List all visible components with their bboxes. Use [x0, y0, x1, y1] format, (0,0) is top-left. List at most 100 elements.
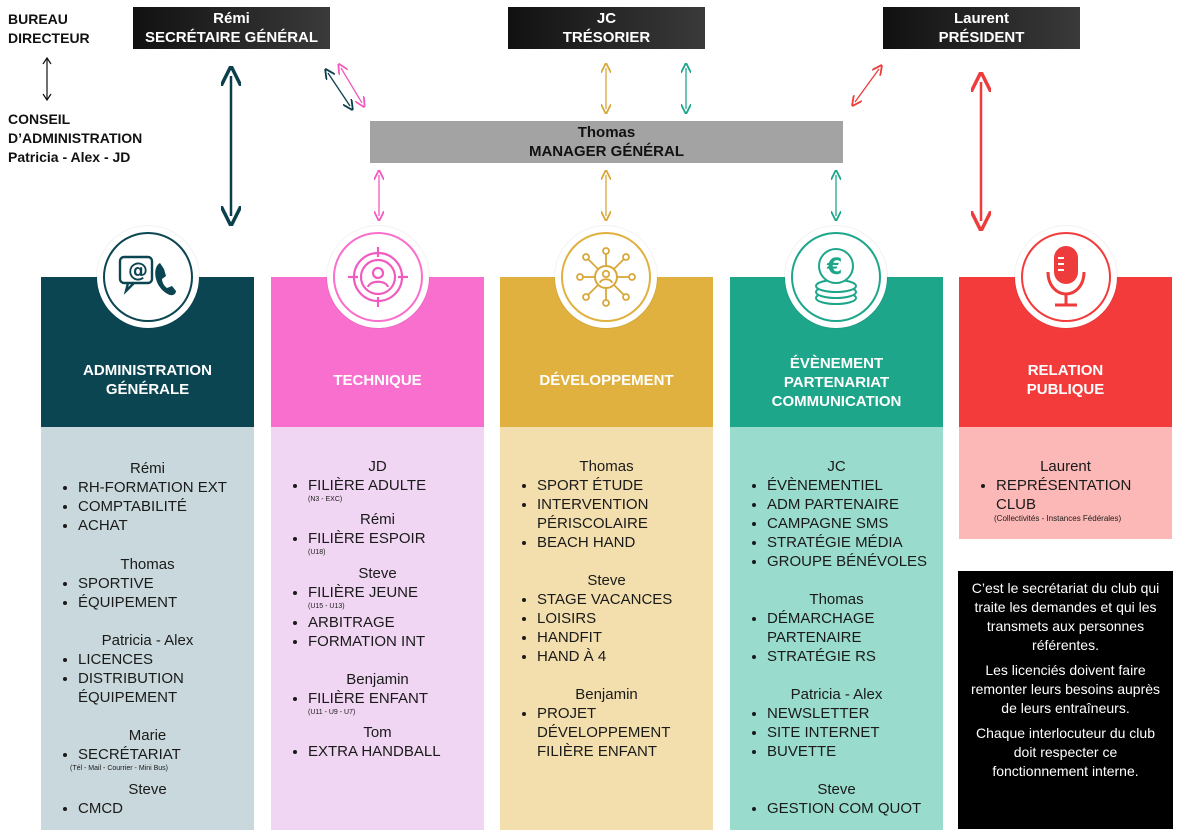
icon-circle-administration: @	[97, 226, 199, 328]
group-name: Patricia - Alex	[790, 686, 883, 703]
item-note: (U15 - U13)	[308, 603, 345, 610]
item-note: (Tél - Mail - Courrier - Mini Bus)	[70, 765, 169, 772]
group-name: Steve	[358, 565, 397, 582]
info-paragraph: C’est le secrétariat du club qui traite …	[971, 580, 1160, 653]
group-name: Rémi	[359, 511, 395, 528]
list-item: ADM PARTENAIRE	[767, 495, 937, 514]
list-item: RH-FORMATION EXT	[78, 478, 248, 497]
group-list: ÉVÈNEMENTIEL ADM PARTENAIRE CAMPAGNE SMS…	[736, 476, 937, 571]
group-name: Laurent	[1040, 458, 1091, 475]
group-name: Patricia - Alex	[101, 632, 194, 649]
list-item: STAGE VACANCES	[537, 590, 707, 609]
group-list: PROJET DÉVELOPPEMENT FILIÈRE ENFANT	[506, 704, 707, 761]
column-body-evenement: JC ÉVÈNEMENTIEL ADM PARTENAIRE CAMPAGNE …	[730, 427, 943, 830]
list-item: EXTRA HANDBALL	[308, 742, 478, 761]
group-list: DÉMARCHAGE PARTENAIRE STRATÉGIE RS	[736, 609, 937, 666]
list-item: GESTION COM QUOT	[767, 799, 937, 818]
list-item: NEWSLETTER	[767, 704, 937, 723]
list-item: STRATÉGIE MÉDIA	[767, 533, 937, 552]
item-note: (Collectivités - Instances Fédérales)	[994, 514, 1122, 523]
president-box: Laurent PRÉSIDENT	[883, 7, 1080, 49]
group-list: FILIÈRE ENFANT(U11 - U9 - U7)	[277, 689, 478, 717]
list-item: HAND À 4	[537, 647, 707, 666]
list-item: LICENCES	[78, 650, 248, 669]
group-name: Thomas	[809, 591, 864, 608]
column-body-developpement: Thomas SPORT ÉTUDE INTERVENTION PÉRISCOL…	[500, 427, 713, 830]
list-item: FILIÈRE ESPOIR(U18)	[308, 529, 478, 557]
group-list: CMCD	[47, 799, 248, 818]
list-item: INTERVENTION PÉRISCOLAIRE	[537, 495, 707, 533]
item-note: (U18)	[308, 549, 326, 556]
list-item: COMPTABILITÉ	[78, 497, 248, 516]
icon-circle-evenement: €	[785, 226, 887, 328]
group-name: JD	[368, 458, 387, 475]
group-name: Thomas	[579, 458, 634, 475]
svg-text:@: @	[128, 258, 148, 282]
group-list: NEWSLETTER SITE INTERNET BUVETTE	[736, 704, 937, 761]
group-name: Benjamin	[346, 671, 409, 688]
legend-double-arrow	[42, 56, 52, 102]
target-person-icon	[348, 247, 408, 307]
list-item: ACHAT	[78, 516, 248, 535]
group-list: SPORTIVE ÉQUIPEMENT	[47, 574, 248, 612]
item-note: (U11 - U9 - U7)	[308, 709, 356, 716]
group-list: FILIÈRE ESPOIR(U18)	[277, 529, 478, 557]
list-item: FILIÈRE JEUNE(U15 - U13)	[308, 583, 478, 611]
icon-circle-relation	[1015, 226, 1117, 328]
list-item: LOISIRS	[537, 609, 707, 628]
list-item: SPORTIVE	[78, 574, 248, 593]
group-name: Steve	[587, 572, 626, 589]
list-item: BEACH HAND	[537, 533, 707, 552]
group-list: SECRÉTARIAT(Tél - Mail - Courrier - Mini…	[47, 745, 248, 773]
group-list: FILIÈRE JEUNE(U15 - U13) ARBITRAGE FORMA…	[277, 583, 478, 651]
svg-text:€: €	[826, 255, 842, 280]
column-body-technique: JD FILIÈRE ADULTE(N3 - EXC) Rémi FILIÈRE…	[271, 427, 484, 830]
network-person-icon	[576, 247, 636, 307]
list-item: CAMPAGNE SMS	[767, 514, 937, 533]
bureau-directeur-label: BUREAU DIRECTEUR	[8, 11, 90, 46]
secretary-general-box: Rémi SECRÉTAIRE GÉNÉRAL	[133, 7, 330, 49]
list-item: BUVETTE	[767, 742, 937, 761]
conseil-administration-label: CONSEIL D’ADMINISTRATION Patricia - Alex…	[8, 111, 143, 165]
column-body-administration: Rémi RH-FORMATION EXT COMPTABILITÉ ACHAT…	[41, 427, 254, 830]
group-name: Rémi	[129, 460, 165, 477]
group-name: Tom	[363, 724, 392, 741]
icon-circle-technique	[327, 226, 429, 328]
list-item: STRATÉGIE RS	[767, 647, 937, 666]
list-item: ÉVÈNEMENTIEL	[767, 476, 937, 495]
info-paragraph: Les licenciés doivent faire remonter leu…	[970, 662, 1161, 716]
info-box: C’est le secrétariat du club qui traite …	[958, 571, 1173, 829]
list-item: REPRÉSENTATION CLUB(Collectivités - Inst…	[994, 476, 1166, 523]
group-name: Marie	[128, 727, 167, 744]
item-note: (N3 - EXC)	[308, 496, 343, 503]
group-list: FILIÈRE ADULTE(N3 - EXC)	[277, 476, 478, 504]
list-item: GROUPE BÉNÉVOLES	[767, 552, 937, 571]
list-item: CMCD	[78, 799, 248, 818]
general-manager-box: Thomas MANAGER GÉNÉRAL	[370, 121, 843, 163]
treasurer-box: JC TRÉSORIER	[508, 7, 705, 49]
list-item: SECRÉTARIAT(Tél - Mail - Courrier - Mini…	[70, 745, 248, 773]
group-name: Steve	[817, 781, 856, 798]
group-list: SPORT ÉTUDE INTERVENTION PÉRISCOLAIRE BE…	[506, 476, 707, 552]
list-item: ÉQUIPEMENT	[78, 593, 248, 612]
microphone-icon	[1046, 246, 1086, 307]
list-item: SPORT ÉTUDE	[537, 476, 707, 495]
group-name: JC	[827, 458, 846, 475]
list-item: DÉMARCHAGE PARTENAIRE	[767, 609, 937, 647]
group-list: STAGE VACANCES LOISIRS HANDFIT HAND À 4	[506, 590, 707, 666]
list-item: FILIÈRE ENFANT(U11 - U9 - U7)	[308, 689, 478, 717]
group-list: EXTRA HANDBALL	[277, 742, 478, 761]
list-item: ARBITRAGE	[308, 613, 478, 632]
group-name: Benjamin	[575, 686, 638, 703]
group-list: LICENCES DISTRIBUTION ÉQUIPEMENT	[47, 650, 248, 707]
group-name: Thomas	[120, 556, 175, 573]
arrow-president-manager	[855, 69, 879, 102]
euro-coins-icon: €	[815, 248, 857, 305]
contact-at-phone-icon: @	[118, 255, 176, 296]
list-item: HANDFIT	[537, 628, 707, 647]
arrow-secretary-manager-pink	[341, 68, 362, 103]
list-item: SITE INTERNET	[767, 723, 937, 742]
info-paragraph: Chaque interlocuteur du club doit respec…	[975, 725, 1155, 779]
list-item: PROJET DÉVELOPPEMENT FILIÈRE ENFANT	[537, 704, 707, 761]
